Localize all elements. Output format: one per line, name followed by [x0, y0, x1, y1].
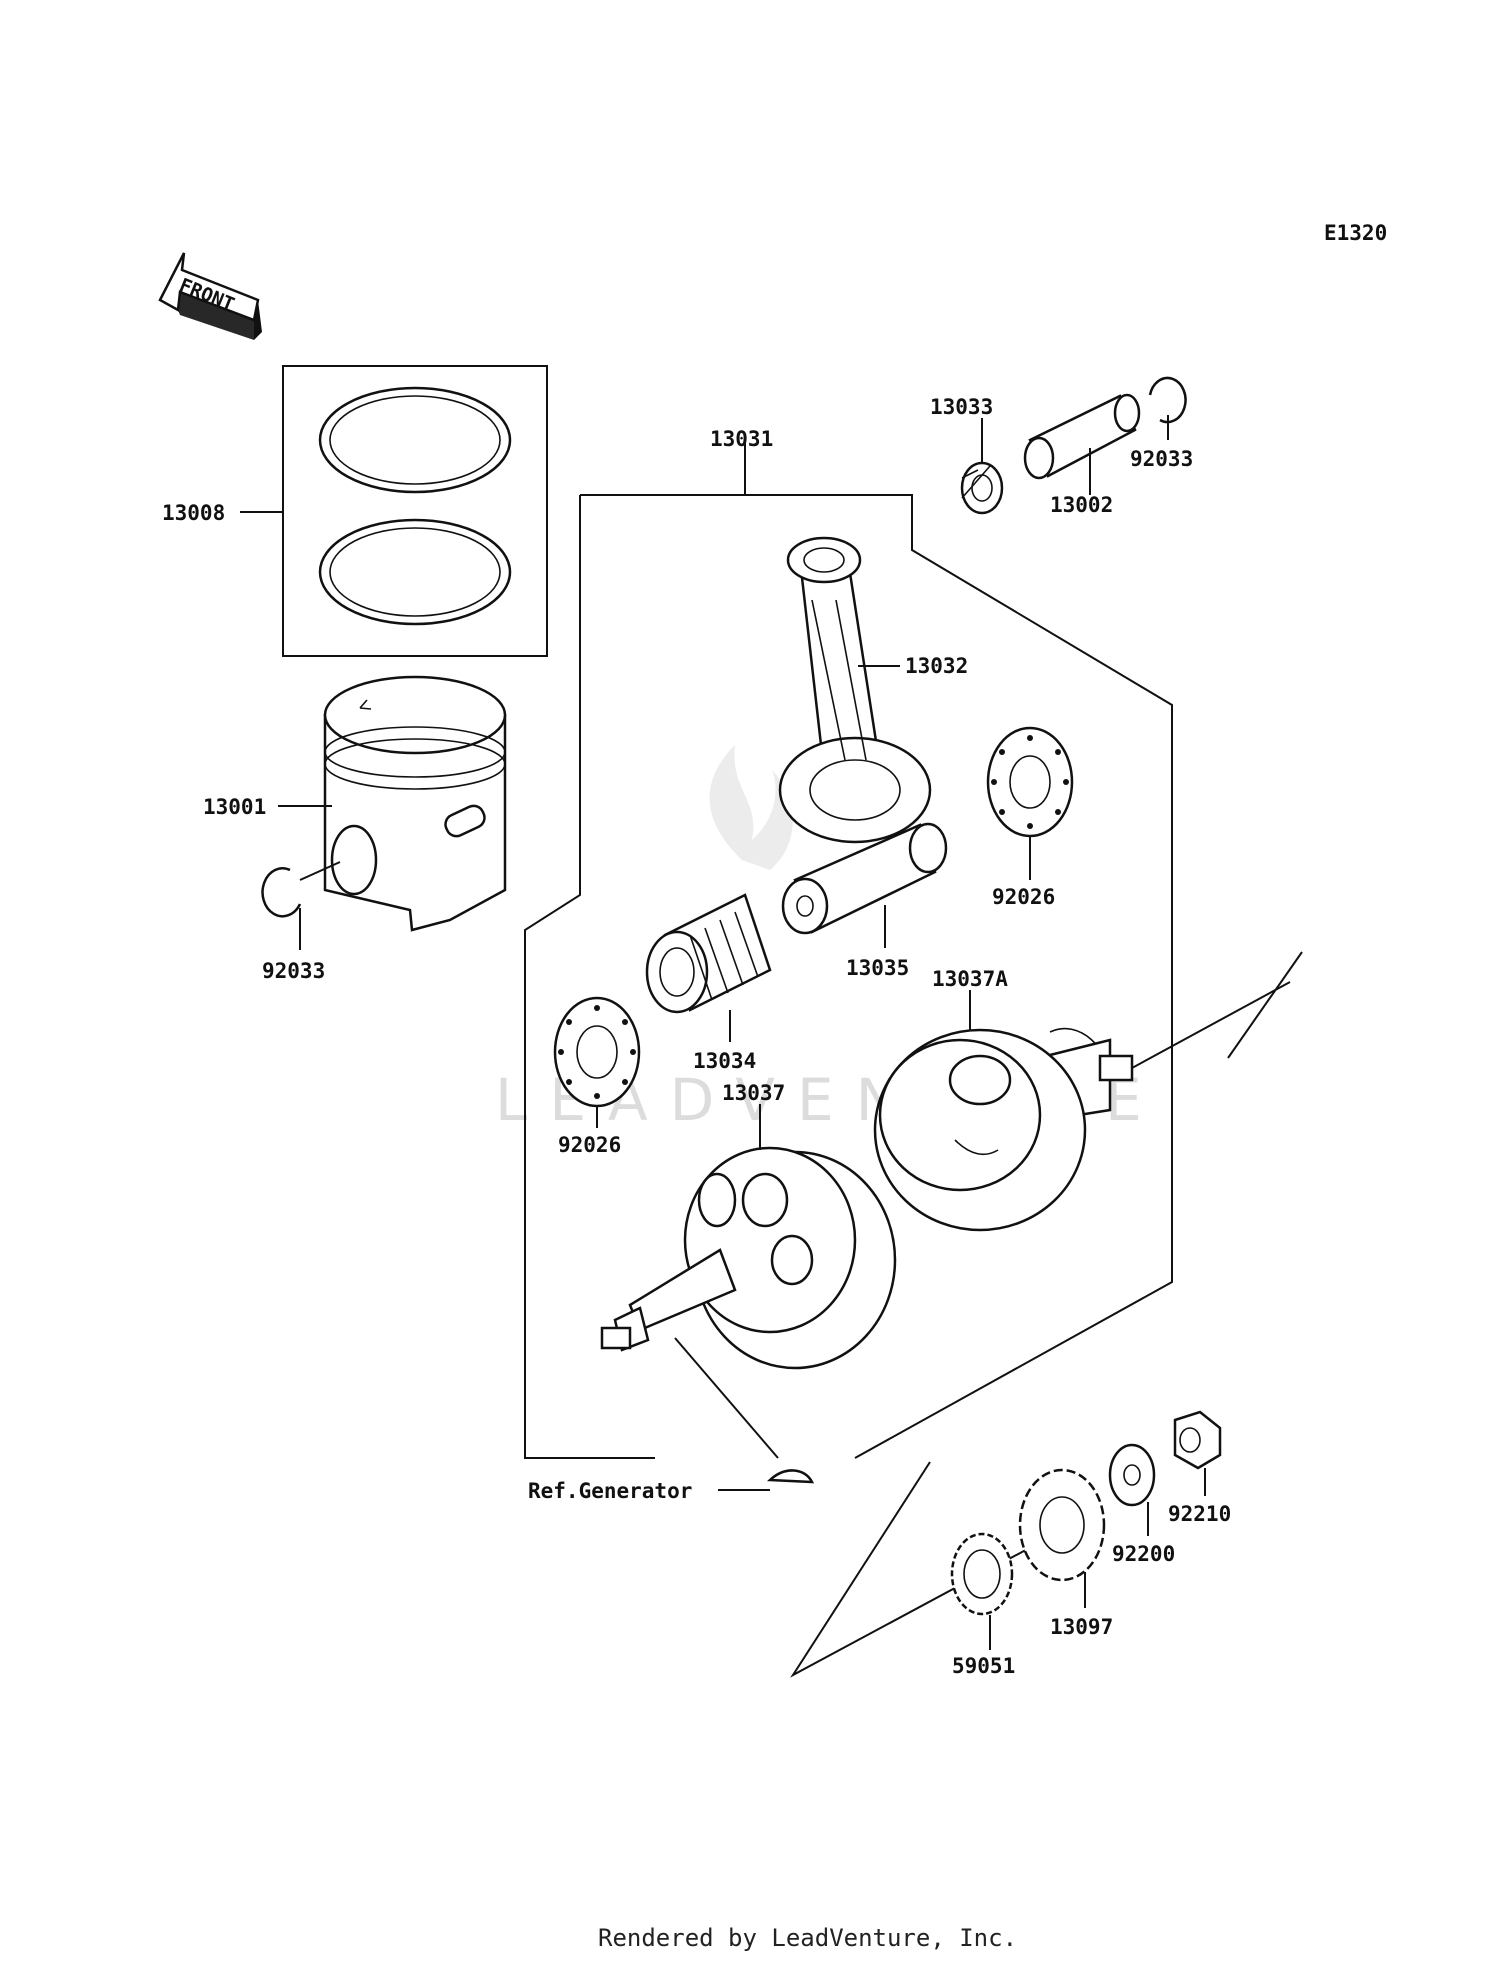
crankshaft-left-half [600, 1146, 897, 1370]
washer [1108, 1443, 1156, 1507]
label-13032: 13032 [905, 654, 968, 678]
thrust-washer-right [986, 726, 1074, 838]
piston-ring-upper [318, 386, 512, 494]
flange-nut [1173, 1410, 1222, 1470]
primary-gear [1018, 1468, 1106, 1582]
label-92026-left: 92026 [558, 1133, 621, 1157]
piston-ring-lower [318, 518, 512, 626]
label-13097: 13097 [1050, 1615, 1113, 1639]
crank-pin [781, 822, 948, 935]
label-13033: 13033 [930, 395, 993, 419]
drive-gear-small [950, 1532, 1014, 1616]
crankshaft-right-half [873, 1027, 1134, 1232]
label-13035: 13035 [846, 956, 909, 980]
crankshaft-assembly-outline [524, 495, 655, 1459]
label-92033-right: 92033 [1130, 447, 1193, 471]
footer-credit: Rendered by LeadVenture, Inc. [598, 1924, 1017, 1952]
piston [323, 675, 507, 932]
piston-pin-clip-right [1148, 376, 1187, 424]
piston-pin [1023, 393, 1141, 480]
label-13037A: 13037A [932, 967, 1008, 991]
section-cut-line [1227, 951, 1303, 1059]
front-arrow-icon: FRONT [158, 252, 262, 340]
label-13037: 13037 [722, 1081, 785, 1105]
label-13002: 13002 [1050, 493, 1113, 517]
thrust-washer-left [553, 996, 641, 1108]
label-92026-right: 92026 [992, 885, 1055, 909]
big-end-bearing [645, 893, 772, 1014]
label-13031: 13031 [710, 427, 773, 451]
connecting-rod [778, 536, 932, 844]
label-13001: 13001 [203, 795, 266, 819]
label-13008: 13008 [162, 501, 225, 525]
label-92200: 92200 [1112, 1542, 1175, 1566]
woodruff-key [766, 1469, 815, 1484]
label-59051: 59051 [952, 1654, 1015, 1678]
label-13034: 13034 [693, 1049, 756, 1073]
label-ref-generator: Ref.Generator [528, 1479, 692, 1503]
piston-pin-clip-left [261, 867, 302, 918]
label-92033-left: 92033 [262, 959, 325, 983]
label-92210: 92210 [1168, 1502, 1231, 1526]
small-end-bearing [960, 461, 1004, 515]
diagram-code: E1320 [1324, 221, 1387, 245]
